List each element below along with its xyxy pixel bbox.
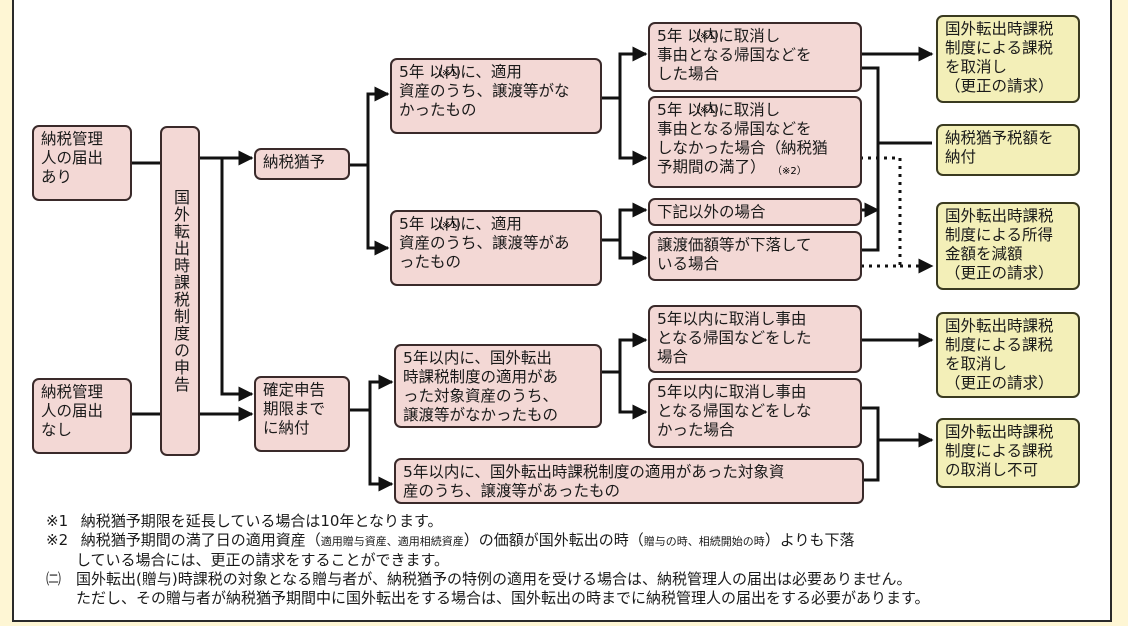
other-case-box: 下記以外の場合	[648, 198, 862, 226]
transfer-applied-box: 5年以内に、国外転出時課税制度の適用があった対象資 産のうち、譲渡等があったもの	[394, 458, 864, 504]
price-drop-box: 譲渡価額等が下落して いる場合	[648, 231, 862, 281]
cancel-return-box: 5年 以内に取消し 事由となる帰国などを した場合	[648, 22, 862, 92]
note-ref-1c: （※1）	[690, 31, 725, 42]
arrow-to-no-transfer	[347, 86, 390, 167]
dotted-to-res-reduce	[860, 156, 932, 266]
footnotes: ※1 納税猶予期限を延長している場合は10年となります。 ※2 納税猶予期間の満…	[46, 512, 930, 608]
bus-to-res-no-cancel	[860, 406, 932, 482]
arrow-to-no-cancel	[618, 98, 648, 166]
footnote-3-cont: ただし、その贈与者が納税猶予期間中に国外転出をする場合は、国外転出の時までに納税…	[76, 589, 930, 607]
no-cancel-return-2-box: 5年以内に取消し事由 となる帰国などをしな かった場合	[648, 378, 862, 448]
footnote-2: ※2 納税猶予期間の満了日の適用資産（適用贈与資産、適用相続資産）の価額が国外転…	[46, 531, 855, 549]
result-pay-box: 納税猶予税額を 納付	[936, 124, 1080, 176]
footnote-2-cont: している場合には、更正の請求をすることができます。	[76, 551, 450, 569]
transfer-5yr-box: 5年 以内に、適用 資産のうち、譲渡等があ ったもの	[390, 210, 602, 286]
note-ref-1b: （※1）	[432, 220, 467, 231]
result-cancel-2-box: 国外転出時課税 制度による課税 を取消し （更正の請求）	[936, 312, 1080, 398]
footnote-3: ㈡国外転出(贈与)時課税の対象となる贈与者が、納税猶予の特例の適用を受ける場合は…	[46, 570, 912, 588]
arrow-pay-to-choices	[350, 374, 394, 412]
note-ref-1a: （※1）	[432, 68, 467, 79]
arrow-to-cancel-2	[600, 332, 648, 374]
notify-yes-box: 納税管理 人の届出 あり	[32, 125, 132, 201]
arrow-to-other	[600, 202, 648, 242]
no-transfer-5yr-box: 5年 以内に、適用 資産のうち、譲渡等がな かったもの	[390, 58, 602, 134]
arrow-pay-to-applied	[368, 410, 394, 492]
arrow-to-price-drop	[618, 240, 648, 266]
note-ref-2: （※2）	[772, 166, 807, 177]
no-cancel-return-box: 5年 以内に取消し 事由となる帰国などを しなかった場合（納税猶 予期間の満了）	[648, 96, 862, 188]
no-transfer-5yr-text: 5年 以内に、適用 資産のうち、譲渡等がな かったもの	[399, 63, 570, 119]
arrow-to-pay-branch	[220, 158, 254, 402]
result-reduce-box: 国外転出時課税 制度による所得 金額を減額 （更正の請求）	[936, 202, 1080, 290]
result-no-cancel-box: 国外転出時課税 制度による課税 の取消し不可	[936, 418, 1080, 488]
notify-no-box: 納税管理 人の届出 なし	[32, 378, 132, 454]
arrow-to-cancel	[600, 46, 648, 100]
pay-by-deadline-box: 確定申告 期限まで に納付	[254, 376, 350, 452]
deferral-box: 納税猶予	[254, 148, 350, 180]
no-transfer-applied-box: 5年以内に、国外転出 時課税制度の適用があ った対象資産のうち、 譲渡等がなかっ…	[394, 344, 602, 428]
cancel-return-2-box: 5年以内に取消し事由 となる帰国などをした 場合	[648, 305, 862, 373]
note-ref-1d: （※1）	[690, 105, 725, 116]
result-cancel-1-box: 国外転出時課税 制度による課税 を取消し （更正の請求）	[936, 15, 1080, 103]
footnote-1: ※1 納税猶予期限を延長している場合は10年となります。	[46, 512, 443, 530]
arrow-to-transfer	[366, 165, 390, 256]
declaration-box: 国外転出時課税制度の申告	[160, 126, 200, 456]
arrow-to-no-cancel-2	[618, 372, 648, 420]
